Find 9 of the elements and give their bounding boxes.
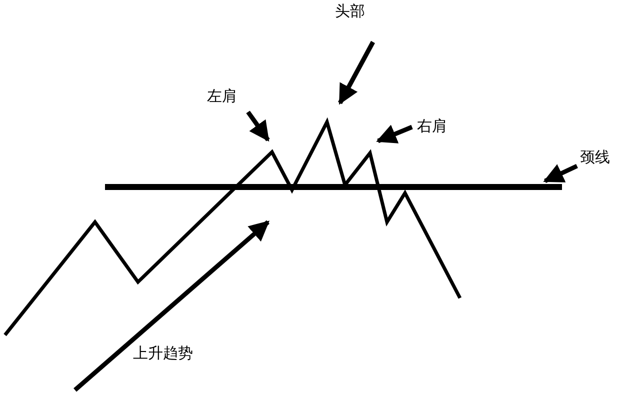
- trend-label: 上升趋势: [133, 345, 193, 362]
- arrow: [246, 110, 270, 142]
- callout-label: 头部: [335, 3, 365, 20]
- arrow: [376, 124, 413, 144]
- callout-label: 左肩: [207, 88, 237, 104]
- arrow: [338, 40, 375, 105]
- arrow: [543, 164, 578, 184]
- callout-label: 颈线: [580, 149, 610, 166]
- callout-label: 右肩: [417, 118, 447, 134]
